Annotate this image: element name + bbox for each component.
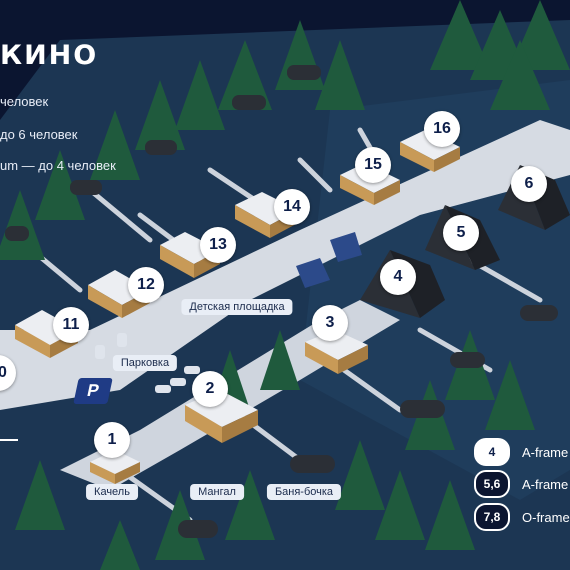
cabin-marker-10[interactable]: 10 [0, 355, 16, 391]
cabin-marker-3[interactable]: 3 [312, 305, 348, 341]
legend-key-2: 5,6 A-frame [474, 470, 568, 498]
legend-key-1: 4 A-frame Re [474, 438, 570, 466]
cabin-marker-16[interactable]: 16 [424, 111, 460, 147]
place-label-grill[interactable]: Мангал [190, 484, 244, 500]
legend-key-badge: 4 [474, 438, 510, 466]
page-title: КИНО [0, 40, 99, 71]
legend-key-badge: 5,6 [474, 470, 510, 498]
main-road [0, 120, 570, 410]
legend-text-2: до 6 человек [0, 127, 78, 142]
cabin-16 [400, 130, 460, 172]
cabin-marker-14[interactable]: 14 [274, 189, 310, 225]
legend-text-3: um — до 4 человек [0, 158, 116, 173]
place-label-barrel-sauna[interactable]: Баня-бочка [266, 484, 342, 500]
legend-key-badge: 7,8 [474, 503, 510, 531]
cabin-marker-12[interactable]: 12 [128, 267, 164, 303]
cars [95, 333, 200, 393]
place-label-swing[interactable]: Качель [86, 484, 138, 500]
cabin-marker-1[interactable]: 1 [94, 422, 130, 458]
cabin-marker-6[interactable]: 6 [511, 166, 547, 202]
legend-key-label: A-frame Re [522, 444, 570, 460]
cabin-marker-4[interactable]: 4 [380, 259, 416, 295]
parking-sign: P [73, 378, 113, 404]
cabin-marker-15[interactable]: 15 [355, 147, 391, 183]
cabin-marker-5[interactable]: 5 [443, 215, 479, 251]
barrel-pods [5, 65, 558, 538]
cabin-1 [90, 450, 140, 484]
legend-key-label: A-frame [522, 476, 569, 492]
legend-key-label: O-frame [522, 509, 570, 525]
cabin-marker-2[interactable]: 2 [192, 371, 228, 407]
cabin-marker-11[interactable]: 11 [53, 307, 89, 343]
place-label-playground[interactable]: Детская площадка [181, 299, 293, 315]
legend-text-1: человек [0, 94, 49, 109]
place-label-parking[interactable]: Парковка [112, 355, 178, 371]
cabin-marker-13[interactable]: 13 [200, 227, 236, 263]
legend-key-3: 7,8 O-frame [474, 503, 570, 531]
containers [296, 232, 362, 288]
